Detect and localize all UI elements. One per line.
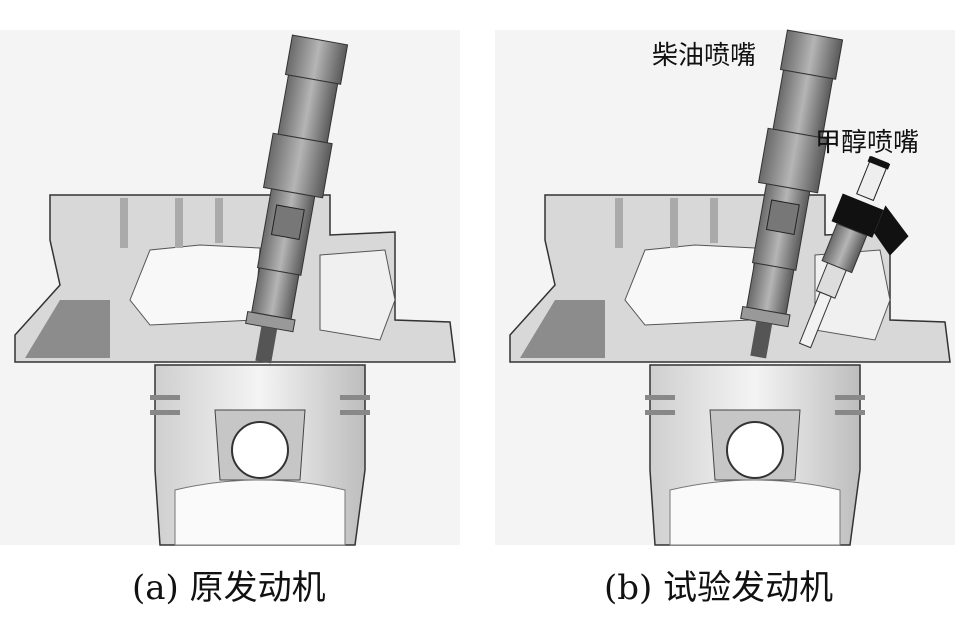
caption-test-engine: (b) 试验发动机 xyxy=(604,568,834,608)
panel-test-engine xyxy=(494,29,956,546)
methanol-injector-drawing xyxy=(798,155,909,349)
caption-original-engine: (a) 原发动机 xyxy=(132,568,326,608)
panel-original-engine xyxy=(0,29,461,546)
engine-cross-section xyxy=(0,29,461,546)
engine-cross-section xyxy=(494,29,956,546)
diesel-injector-label: 柴油喷嘴 xyxy=(652,41,757,71)
methanol-injector-label: 甲醇喷嘴 xyxy=(815,128,920,158)
